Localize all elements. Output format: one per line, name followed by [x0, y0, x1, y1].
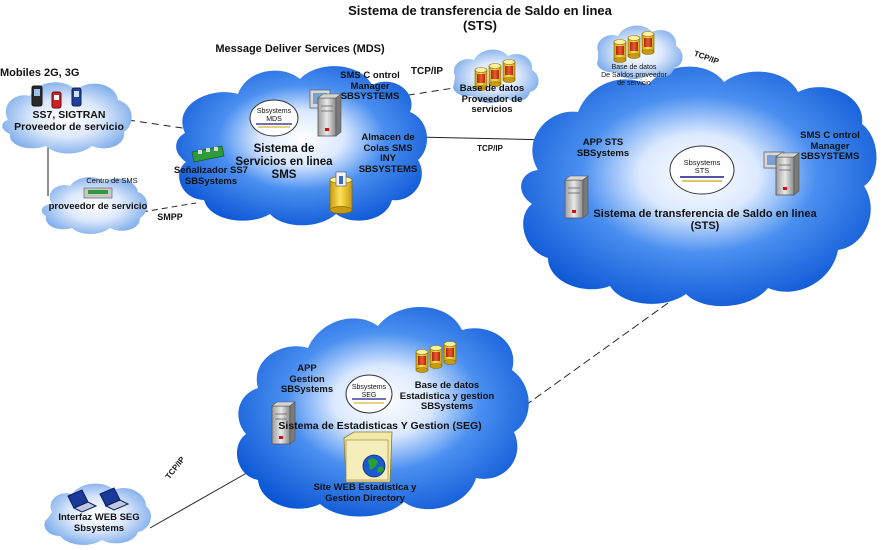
sts-badge	[669, 145, 735, 195]
seg-app-label: APP Gestion SBSystems	[280, 363, 334, 396]
sts-app-label: APP STS SBSystems	[576, 137, 630, 159]
link-mds-sts	[414, 136, 554, 141]
seg-badge-label: Sbsystems SEG	[351, 384, 387, 399]
mds-smsc-manager-label: SMS C ontrol Manager SBSYSTEMS	[340, 70, 400, 103]
sms-center-device-icon	[83, 187, 113, 199]
sms-center-provider-label: proveedor de servicio	[48, 201, 148, 212]
page-title: Sistema de transferencia de Saldo en lin…	[348, 3, 612, 33]
web-client-computers-icon	[67, 487, 130, 513]
mobile-phone-icon	[31, 85, 43, 107]
mobile-phone-blue-icon	[71, 87, 82, 107]
ss7-signaler-icon	[191, 145, 225, 163]
web-client-label: Interfaz WEB SEG Sbsystems	[58, 512, 140, 534]
link-seg-web	[149, 469, 253, 529]
sts-smsc-manager-label: SMS C ontrol Manager SBSYSTEMS	[800, 130, 860, 163]
mds-system-label: Sistema de Servicios en linea SMS	[235, 143, 333, 181]
link-sts-seg	[504, 302, 669, 421]
seg-db-label: Base de datos Estadistica y gestion SBSy…	[399, 380, 495, 413]
ss7-signaler-label: Señalizador SS7 SBSystems	[174, 165, 248, 187]
mobile-phone-red-icon	[51, 91, 62, 109]
sts-badge-label: Sbsystems STS	[683, 158, 721, 176]
link-smscenter-mds	[141, 202, 197, 213]
tcpip-label-sts: TCP/IP	[477, 144, 503, 153]
mds-badge	[249, 99, 299, 137]
providerdb-label: Base de datos Proveedor de servicios	[459, 83, 525, 116]
sms-center-label: Centro de SMS	[86, 176, 138, 185]
mobile-label: SS7, SIGTRAN Proveedor de servicio	[14, 109, 124, 133]
web-site-icon	[343, 431, 393, 483]
link-mds-providerdb	[395, 87, 455, 98]
smpp-label: SMPP	[157, 212, 183, 222]
mds-cloud	[176, 66, 428, 226]
sts-app-server-icon	[564, 175, 589, 219]
stsdb-label: Base de datos De Saldos proveedor de ser…	[601, 64, 667, 87]
mds-header: Message Deliver Services (MDS)	[215, 43, 385, 55]
seg-web-label: Site WEB Estadistica y Gestion Directory	[313, 482, 417, 504]
mds-queue-label: Almacen de Colas SMS INY SBSYSTEMS	[358, 132, 418, 175]
mds-smsc-server-icon	[309, 89, 342, 137]
tcpip-label-providerdb: TCP/IP	[410, 66, 444, 77]
queue-storage-icon	[329, 171, 353, 214]
mobile-header: Mobiles 2G, 3G	[0, 67, 80, 79]
seg-system-label: Sistema de Estadisticas Y Gestion (SEG)	[278, 420, 482, 432]
sts-system-label: Sistema de transferencia de Saldo en lin…	[593, 208, 817, 233]
mds-badge-label: Sbsystems MDS	[256, 108, 292, 123]
smscenter-cloud	[41, 177, 148, 234]
sts-smsc-server-icon	[763, 151, 800, 196]
seg-badge	[345, 374, 393, 414]
